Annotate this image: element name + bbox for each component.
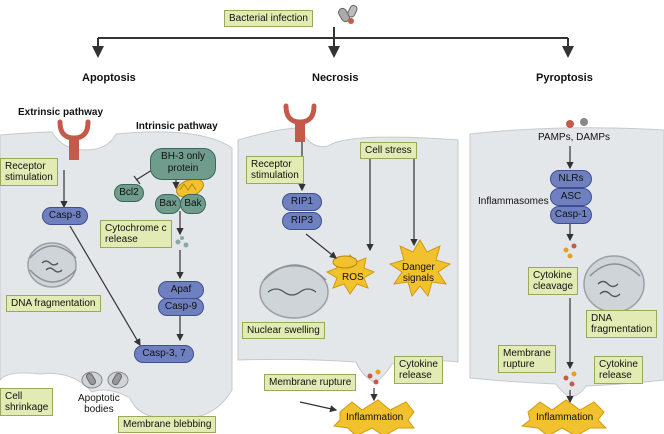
cell-stress-label: Cell stress <box>360 142 417 159</box>
extrinsic-receptor-icon <box>57 119 91 160</box>
cytokine-cleavage-line2: cleavage <box>533 281 574 292</box>
apoptotic-bodies-label: Apoptotic bodies <box>78 393 120 415</box>
cyto-line2: release <box>105 234 138 245</box>
pyroptosis-inflammation-burst <box>520 399 608 434</box>
necrosis-cytokine-line2: release <box>399 370 432 381</box>
pamps-icon <box>566 118 588 128</box>
necrosis-cytokine-release-label: Cytokine release <box>394 356 443 384</box>
mitochondrion-icon <box>176 178 204 198</box>
cytokine-cleavage-label: Cytokine cleavage <box>528 267 579 295</box>
pyro-membrane-line1: Membrane <box>503 348 551 359</box>
danger-line1: Danger <box>402 262 435 273</box>
intrinsic-pathway-label: Intrinsic pathway <box>136 121 218 132</box>
necrosis-header: Necrosis <box>312 72 359 84</box>
cell-shrinkage-line2: shrinkage <box>5 402 49 413</box>
rip1-protein: RIP1 <box>282 193 322 211</box>
necrosis-receptor-stimulation-label: Receptor stimulation <box>246 156 304 184</box>
casp8-protein: Casp-8 <box>42 207 88 225</box>
pyroptosis-cytokine-release-label: Cytokine release <box>594 356 643 384</box>
asc-protein: ASC <box>550 188 592 206</box>
apoptosis-nucleus <box>27 242 77 288</box>
pyroptosis-header: Pyroptosis <box>536 72 593 84</box>
bax-protein: Bax <box>155 194 181 214</box>
necrosis-cytokine-dots <box>367 369 381 385</box>
apoptosis-dna-fragmentation-label: DNA fragmentation <box>6 295 101 312</box>
cytokine-cleavage-line1: Cytokine <box>533 270 572 281</box>
pyro-membrane-line2: rupture <box>503 359 535 370</box>
nuclear-swelling-label: Nuclear swelling <box>242 322 325 339</box>
danger-burst-icon <box>388 239 452 298</box>
casp37-protein: Casp-3, 7 <box>134 345 194 363</box>
bacterial-infection-label: Bacterial infection <box>224 10 313 27</box>
necrosis-membrane-rupture-label: Membrane rupture <box>264 374 357 391</box>
necrosis-nucleus <box>259 264 329 319</box>
pyroptosis-dna-fragmentation-label: DNA fragmentation <box>586 310 658 338</box>
cyto-line1: Cytochrome c <box>105 223 167 234</box>
apoptotic-bodies-line2: bodies <box>84 404 114 415</box>
bh3-line2: protein <box>167 163 199 174</box>
apoptosis-receptor-stimulation-label: Receptor stimulation <box>0 158 58 186</box>
ros-label: ROS <box>342 272 364 283</box>
pyroptosis-membrane-rupture-label: Membrane rupture <box>498 345 556 373</box>
casp1-protein: Casp-1 <box>550 206 592 224</box>
membrane-blebbing-label: Membrane blebbing <box>118 416 217 433</box>
apoptosis-receptor-line1: Receptor <box>5 161 46 172</box>
nlrs-protein: NLRs <box>550 170 592 188</box>
cytochrome-c-release-label: Cytochrome c release <box>100 220 172 248</box>
necrosis-receptor-line1: Receptor <box>251 159 292 170</box>
extrinsic-pathway-label: Extrinsic pathway <box>18 107 104 118</box>
apoptotic-bodies-icon <box>81 371 129 389</box>
necrosis-inflammation-label: Inflammation <box>346 412 404 423</box>
bh3-line1: BH-3 only <box>161 151 205 162</box>
pyro-cytokine-line2: release <box>599 370 632 381</box>
cell-shrinkage-line1: Cell <box>5 391 23 402</box>
bcl2-protein: Bcl2 <box>114 184 144 202</box>
danger-line2: signals <box>402 273 434 284</box>
bacteria-icon <box>338 4 358 24</box>
pyroptosis-inflammation-label: Inflammation <box>536 412 594 423</box>
pyro-dna-line1: DNA <box>591 313 613 324</box>
apoptotic-bodies-line1: Apoptotic <box>78 393 120 404</box>
bak-protein: Bak <box>180 194 206 214</box>
ros-burst-icon <box>325 254 376 295</box>
necrosis-cytokine-line1: Cytokine <box>399 359 438 370</box>
rip3-protein: RIP3 <box>282 212 322 230</box>
apaf-protein: Apaf <box>158 281 204 299</box>
cell-shrinkage-label: Cell shrinkage <box>0 388 54 416</box>
apoptosis-header: Apoptosis <box>82 72 136 84</box>
necrosis-receptor-icon <box>283 103 317 142</box>
pyroptosis-cytokine-dots <box>563 243 577 387</box>
necrosis-receptor-line2: stimulation <box>251 170 299 181</box>
danger-signals-label: Danger signals <box>402 262 435 284</box>
apoptosis-receptor-line2: stimulation <box>5 172 53 183</box>
bh3-only-protein: BH-3 only protein <box>150 148 216 180</box>
necrosis-inflammation-burst <box>332 399 415 434</box>
casp9-protein: Casp-9 <box>158 298 204 316</box>
tree-connectors <box>92 27 574 58</box>
pyro-dna-line2: fragmentation <box>591 324 653 335</box>
pamps-damps-label: PAMPs, DAMPs <box>538 132 611 143</box>
pyroptosis-nucleus <box>583 255 645 313</box>
inflammasomes-label: Inflammasomes <box>478 196 549 207</box>
pyro-cytokine-line1: Cytokine <box>599 359 638 370</box>
cytochrome-c-dots <box>175 236 189 248</box>
